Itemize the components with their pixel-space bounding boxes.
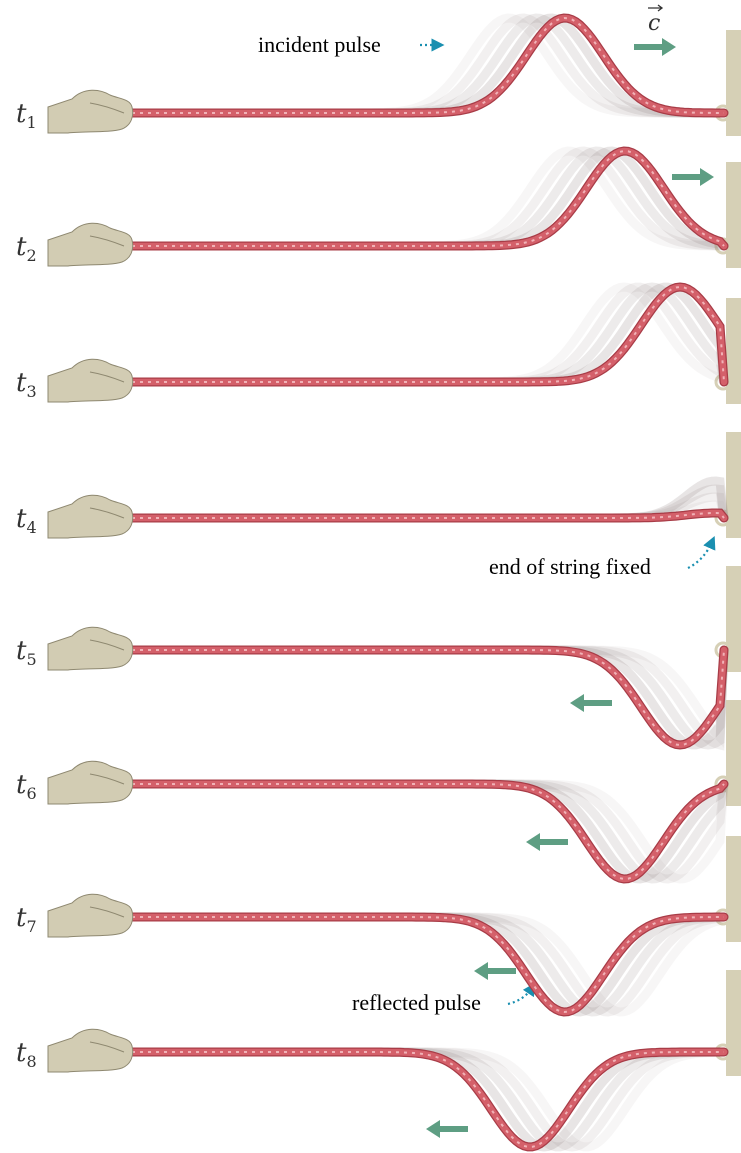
- velocity-arrow-icon: [570, 694, 612, 712]
- frames-group: t1 t2 t3 t4 t5 t6 t7 t8: [16, 18, 741, 1147]
- fixed-wall: [726, 970, 741, 1076]
- time-label: t1: [16, 99, 37, 132]
- time-label: t7: [16, 903, 37, 936]
- time-label: t4: [16, 504, 37, 537]
- annotation-reflected: reflected pulse: [352, 988, 532, 1015]
- fixed-wall: [726, 836, 741, 942]
- time-label: t2: [16, 232, 37, 265]
- dotted-arrow-icon: [508, 988, 532, 1004]
- time-label: t3: [16, 368, 37, 401]
- dotted-arrow-icon: [688, 542, 712, 568]
- ghost-rope: [132, 481, 724, 518]
- ghost-rope: [132, 151, 724, 246]
- time-label: t5: [16, 636, 37, 669]
- fixed-end-label: end of string fixed: [489, 554, 651, 579]
- fixed-wall: [726, 30, 741, 136]
- velocity-arrow-icon: [474, 962, 516, 980]
- time-label: t6: [16, 770, 37, 803]
- frame-3: t3: [16, 287, 741, 404]
- time-label: t8: [16, 1038, 37, 1071]
- frame-2: t2: [16, 151, 741, 268]
- velocity-label: c: [648, 5, 662, 36]
- velocity-arrow-icon: [426, 1120, 468, 1138]
- velocity-arrow-icon: [672, 168, 714, 186]
- annotation-incident: incident pulse: [258, 32, 438, 57]
- reflected-pulse-label: reflected pulse: [352, 990, 481, 1015]
- frame-4: t4: [16, 432, 741, 538]
- velocity-arrow-icon: [634, 38, 676, 56]
- velocity-symbol: c: [648, 11, 660, 36]
- annotation-fixed-end: end of string fixed: [489, 542, 712, 579]
- velocity-arrow-icon: [526, 833, 568, 851]
- frame-6: t6: [16, 700, 741, 879]
- incident-pulse-label: incident pulse: [258, 32, 381, 57]
- frame-5: t5: [16, 566, 741, 745]
